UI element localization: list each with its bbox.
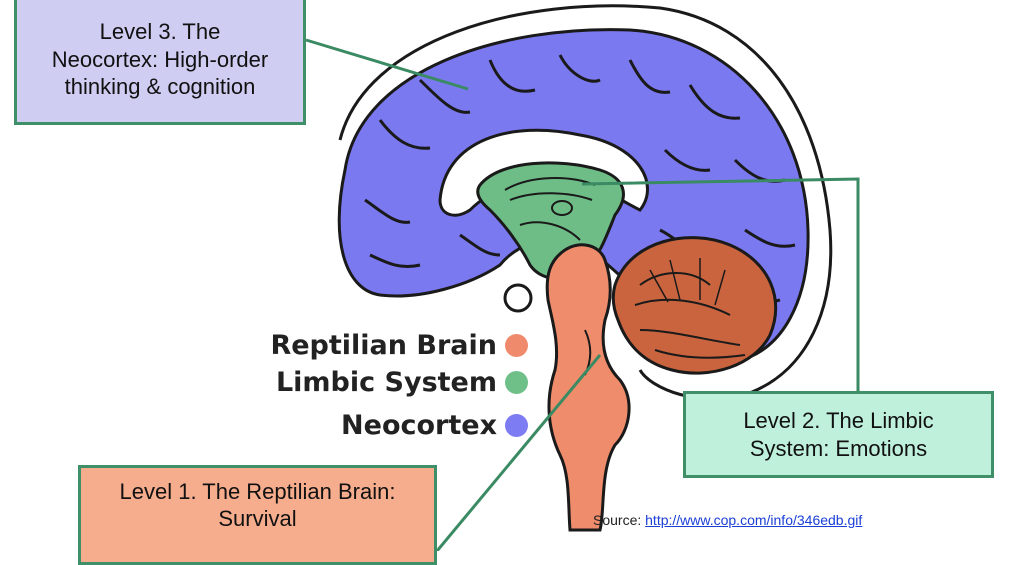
- legend-swatch: [505, 334, 528, 357]
- source-credit: Source: http://www.cop.com/info/346edb.g…: [593, 512, 862, 528]
- level2-label: Level 2. The Limbic System: Emotions: [683, 391, 994, 478]
- cerebellum-region: [613, 238, 775, 373]
- level3-text: Level 3. The Neocortex: High-order think…: [47, 18, 273, 101]
- level3-label: Level 3. The Neocortex: High-order think…: [14, 0, 306, 125]
- legend-swatch: [505, 414, 528, 437]
- legend-item-limbic: Limbic System: [208, 367, 528, 398]
- level2-text: Level 2. The Limbic System: Emotions: [706, 407, 971, 462]
- legend-label: Neocortex: [341, 410, 497, 441]
- legend-label: Reptilian Brain: [270, 330, 497, 361]
- level1-label: Level 1. The Reptilian Brain: Survival: [78, 465, 437, 565]
- pituitary: [505, 285, 531, 311]
- legend-item-neocortex: Neocortex: [208, 410, 528, 441]
- legend-swatch: [505, 371, 528, 394]
- legend-label: Limbic System: [276, 367, 497, 398]
- source-prefix: Source:: [593, 512, 641, 528]
- source-link[interactable]: http://www.cop.com/info/346edb.gif: [645, 512, 862, 528]
- legend-item-reptilian: Reptilian Brain: [208, 330, 528, 361]
- level1-text: Level 1. The Reptilian Brain: Survival: [109, 478, 406, 533]
